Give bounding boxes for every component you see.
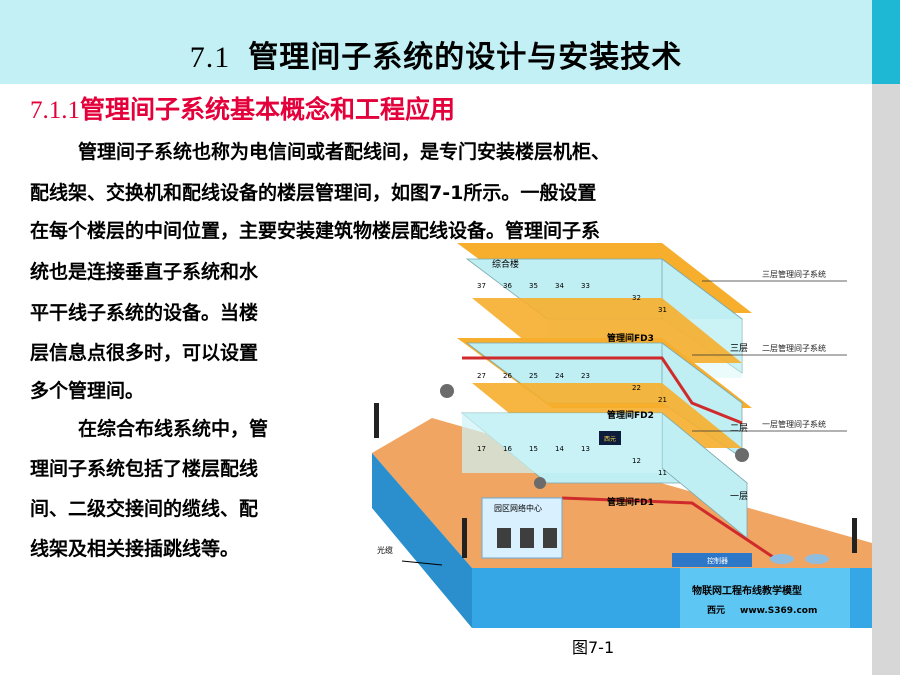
section-heading: 7.1.1管理间子系统基本概念和工程应用 [30,90,455,126]
speaker-icon [805,554,829,564]
paragraph-line: 在综合布线系统中，管 [78,418,269,440]
side-accent-bar [872,0,900,84]
section-heading-number: 7.1.1 [30,97,80,124]
building-wiring-figure: 37 36 35 34 33 32 31 27 26 25 24 23 22 21 17 16 15 14 13… [372,243,872,628]
paragraph-line: 配线架、交换机和配线设备的楼层管理间，如图7-1所示。一般设置 [30,182,597,204]
room-number: 32 [632,294,641,302]
light-pole-icon [852,518,857,553]
figure-caption: 图7-1 [572,638,615,657]
room-number: 37 [477,282,486,290]
display-screen [599,431,621,445]
fd2-label: 管理间FD2 [607,409,654,421]
room-number: 16 [503,445,512,453]
light-pole-icon [374,403,379,438]
room-number: 21 [658,396,667,404]
paragraph-line: 统也是连接垂直子系统和水 [30,261,259,283]
fd1-label: 管理间FD1 [607,496,654,508]
room-number: 13 [581,445,590,453]
room-number: 17 [477,445,486,453]
base-side [372,453,472,628]
room-number: 25 [529,372,538,380]
speaker-icon [770,554,794,564]
room-number: 35 [529,282,538,290]
brand-name: 西元 [707,605,725,616]
room-number: 14 [555,445,564,453]
paragraph-line: 多个管理间。 [30,380,145,402]
model-name: 物联网工程布线教学模型 [692,584,802,597]
paragraph-line: 间、二级交接间的缆线、配 [30,498,259,520]
floor-3-rooms: 37 36 35 34 33 32 31 [477,282,667,314]
floor2-side-label: 二层 [730,423,748,434]
fd3-label: 管理间FD3 [607,332,654,344]
room-number: 34 [555,282,564,290]
paragraph-line: 层信息点很多时，可以设置 [30,342,259,364]
cable-label: 光缆 [377,545,393,555]
rack-icon [497,528,511,548]
light-pole-icon [462,518,467,558]
callout1-text: 一层管理间子系统 [762,419,826,429]
room-number: 33 [581,282,590,290]
floor-2-rooms: 27 26 25 24 23 22 21 [477,372,667,404]
callout2-text: 二层管理间子系统 [762,343,826,353]
website-text: www.S369.com [740,606,817,616]
section-heading-text: 管理间子系统基本概念和工程应用 [80,95,456,124]
room-number: 11 [658,469,667,477]
camera-icon [735,448,749,462]
controller-panel [672,553,752,567]
room-number: 24 [555,372,564,380]
rack-icon [543,528,557,548]
paragraph-line: 平干线子系统的设备。当楼 [30,302,259,324]
slide-title-text: 管理间子系统的设计与安装技术 [248,40,683,75]
side-gray-bar [872,84,900,675]
model-plate [680,568,850,628]
callout3-text: 三层管理间子系统 [762,269,826,279]
paragraph-line: 在每个楼层的中间位置，主要安装建筑物楼层配线设备。管理间子系 [30,220,601,242]
paragraph-line: 管理间子系统也称为电信间或者配线间，是专门安装楼层机柜、 [78,141,611,163]
campus-center-label: 园区网络中心 [494,503,542,513]
cable-pointer [401,560,443,566]
room-number: 26 [503,372,512,380]
rack-icon [520,528,534,548]
paragraph-line: 线架及相关接插跳线等。 [30,538,240,560]
floor-1 [460,412,783,565]
paragraph-line: 理间子系统包括了楼层配线 [30,458,259,480]
title-bar [0,0,872,84]
room-number: 36 [503,282,512,290]
screen-text: 西元 [604,436,616,443]
room-number: 22 [632,384,641,392]
floor3-side-label: 三层 [730,343,748,354]
building-label: 综合楼 [492,258,519,270]
room-number: 31 [658,306,667,314]
room-number: 27 [477,372,486,380]
room-number: 15 [529,445,538,453]
room-number: 12 [632,457,641,465]
slide-title-number: 7.1 [189,41,231,74]
floor-1-rooms: 17 16 15 14 13 12 11 [477,445,667,477]
controller-label: 控制器 [707,556,728,565]
camera-icon [534,477,546,489]
slide-title: 7.1 管理间子系统的设计与安装技术 [0,32,872,76]
floor1-side-label: 一层 [730,491,748,502]
camera-icon [440,384,454,398]
room-number: 23 [581,372,590,380]
